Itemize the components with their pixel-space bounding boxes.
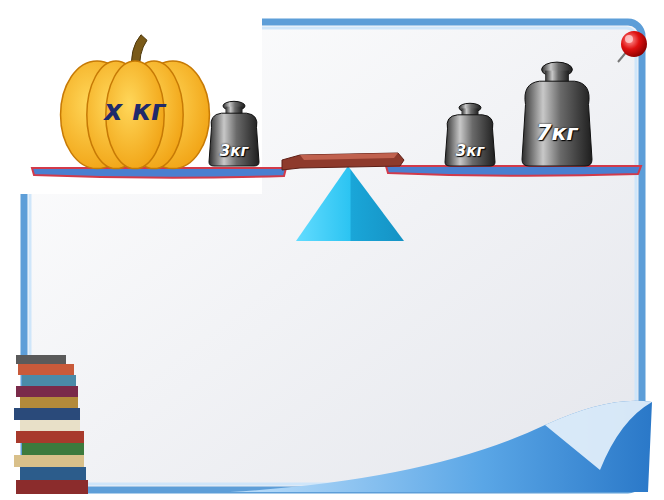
weight-outline bbox=[522, 60, 592, 166]
book bbox=[20, 467, 86, 480]
book bbox=[20, 397, 78, 408]
weight-node: 3кг bbox=[445, 102, 495, 166]
weight-label: 7кг bbox=[522, 120, 592, 145]
card-inner-line bbox=[30, 28, 636, 484]
weight-body bbox=[445, 115, 495, 166]
card-frame bbox=[24, 22, 642, 490]
curl-highlight bbox=[545, 401, 652, 470]
weight-label: 3кг bbox=[445, 142, 495, 160]
weight-body bbox=[522, 81, 592, 166]
book bbox=[22, 443, 84, 455]
beam-top bbox=[300, 153, 398, 160]
white-panel bbox=[0, 10, 262, 194]
right-pan bbox=[386, 166, 641, 176]
book bbox=[14, 455, 84, 467]
book bbox=[16, 355, 66, 364]
book bbox=[20, 420, 80, 431]
scale-stand bbox=[296, 166, 404, 241]
book bbox=[16, 431, 84, 443]
weight-label: 3кг bbox=[209, 142, 259, 160]
page-curl bbox=[230, 401, 652, 492]
book-stack bbox=[14, 355, 88, 494]
scale-beam bbox=[282, 153, 404, 170]
push-pin bbox=[618, 31, 647, 62]
weight-unknown-label: x кг bbox=[62, 94, 208, 127]
book bbox=[16, 480, 88, 494]
book bbox=[22, 375, 76, 386]
pin-head bbox=[621, 31, 647, 57]
weight-node: 7кг bbox=[522, 60, 592, 166]
pumpkin-node: x кг bbox=[62, 32, 208, 170]
left-pan bbox=[32, 168, 286, 178]
book bbox=[14, 408, 80, 420]
pin-shine bbox=[625, 35, 633, 43]
weight-body bbox=[209, 113, 259, 166]
book bbox=[16, 386, 78, 397]
weight-node: 3кг bbox=[209, 100, 259, 166]
book bbox=[18, 364, 74, 375]
